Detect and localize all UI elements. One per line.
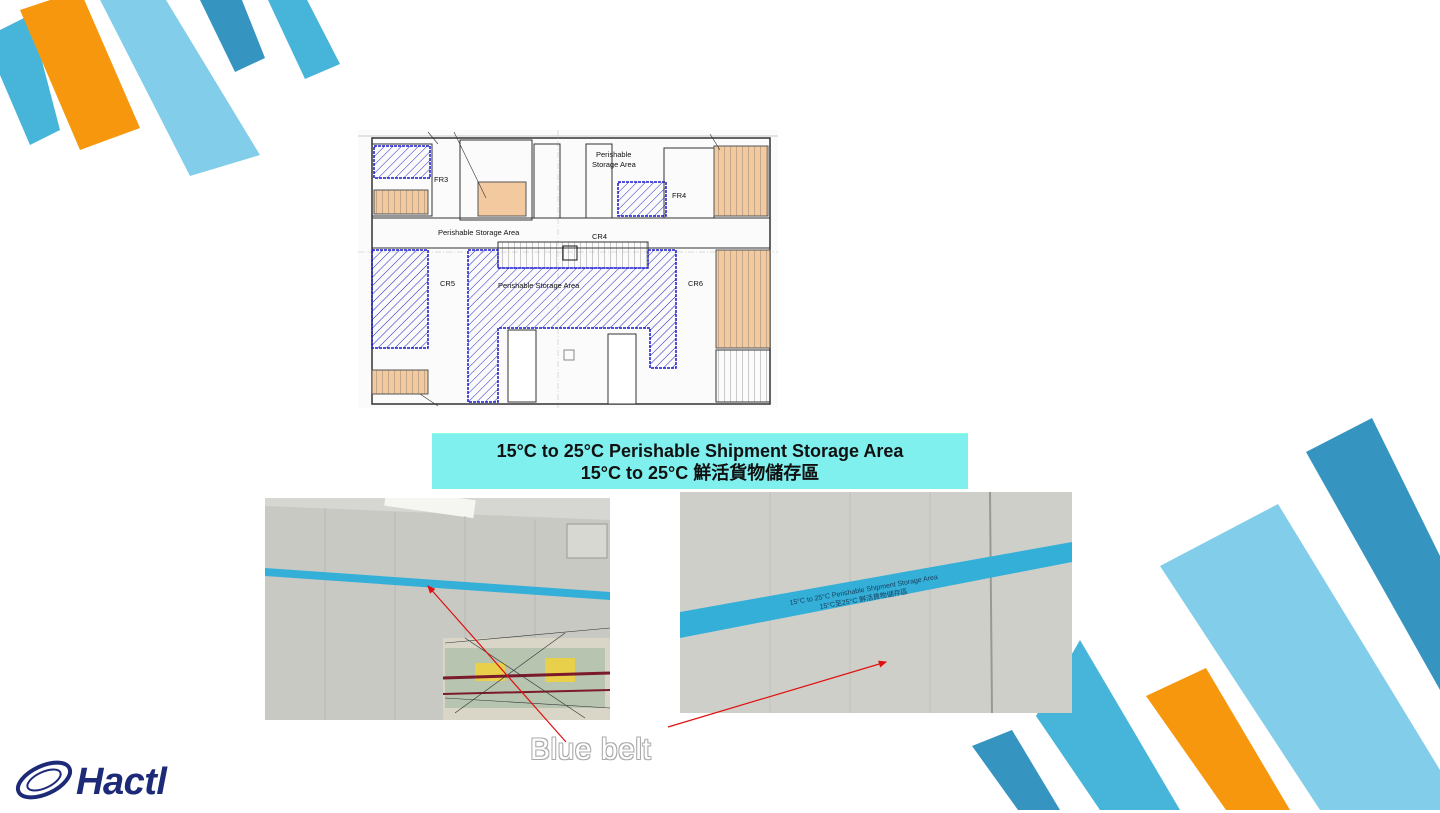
stripe-br-orange <box>1146 668 1290 810</box>
label-perishable-top-2: Storage Area <box>592 160 637 169</box>
hactl-logo: Hactl <box>10 748 190 808</box>
stripe-tl-light <box>100 0 260 176</box>
label-perishable-mid: Perishable Storage Area <box>438 228 520 237</box>
label-perishable-top-1: Perishable <box>596 150 631 159</box>
blue-belt-right <box>680 542 1072 638</box>
label-cr5: CR5 <box>440 279 455 288</box>
storage-area-banner: 15°C to 25°C Perishable Shipment Storage… <box>432 433 968 489</box>
stripe-br-mid <box>1036 640 1180 810</box>
label-cr6: CR6 <box>688 279 703 288</box>
stripe-br-dark-small <box>972 730 1060 810</box>
banner-line-english: 15°C to 25°C Perishable Shipment Storage… <box>496 440 904 461</box>
floor-plan-drawing: FR3 Perishable Storage Area FR4 Perishab… <box>358 130 778 408</box>
label-perishable-center: Perishable Storage Area <box>498 281 580 290</box>
logo-text: Hactl <box>76 761 167 803</box>
stripe-br-light-large <box>1160 504 1440 810</box>
label-fr3: FR3 <box>434 175 448 184</box>
hactl-swoosh-icon <box>15 760 73 800</box>
photo-cold-room-left <box>265 498 610 720</box>
blue-belt-caption: Blue belt <box>530 733 652 766</box>
stripe-tl-mid <box>0 15 60 145</box>
stripe-tl-mid2 <box>268 0 340 79</box>
photo-cold-room-right: 15°C to 25°C Perishable Shipment Storage… <box>680 492 1072 713</box>
stripe-tl-orange <box>20 0 140 150</box>
label-fr4: FR4 <box>672 191 686 200</box>
floor-plan: FR3 Perishable Storage Area FR4 Perishab… <box>358 130 778 408</box>
banner-line-chinese: 15°C to 25°C 鮮活貨物儲存區 <box>580 462 820 483</box>
stripe-tl-dark <box>200 0 265 72</box>
label-cr4: CR4 <box>592 232 607 241</box>
stripe-br-dark-large <box>1306 418 1440 690</box>
